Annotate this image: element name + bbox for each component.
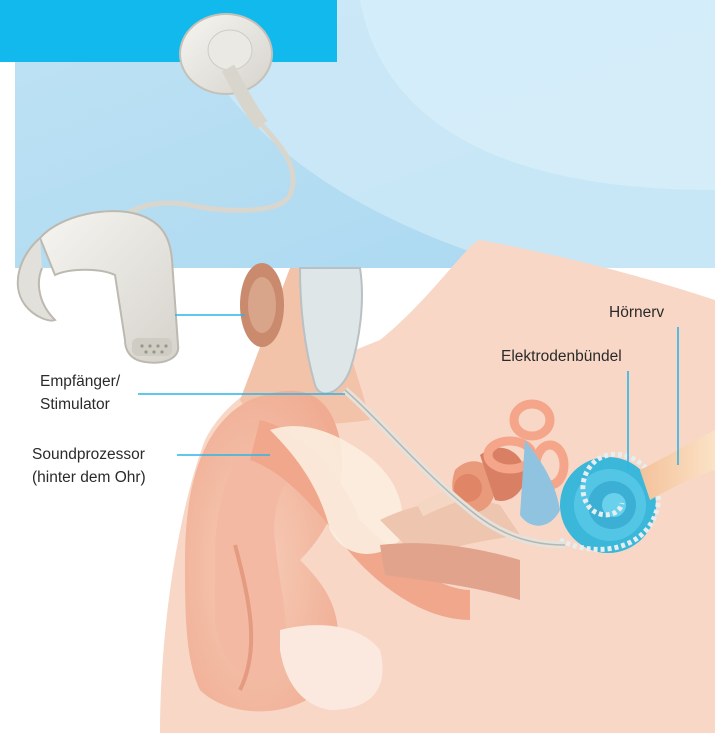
label-hoernerv: Hörnerv — [609, 301, 664, 324]
label-receiver-line1: Empfänger/ — [40, 370, 120, 393]
accent-bar — [0, 0, 337, 62]
label-sound-processor: Soundprozessor (hinter dem Ohr) — [32, 443, 146, 489]
label-processor-line1: Soundprozessor — [32, 443, 146, 466]
label-elektrodenbuendel: Elektrodenbündel — [501, 345, 622, 368]
label-receiver-stimulator: Empfänger/ Stimulator — [40, 370, 120, 416]
label-receiver-line2: Stimulator — [40, 393, 120, 416]
label-processor-line2: (hinter dem Ohr) — [32, 466, 146, 489]
